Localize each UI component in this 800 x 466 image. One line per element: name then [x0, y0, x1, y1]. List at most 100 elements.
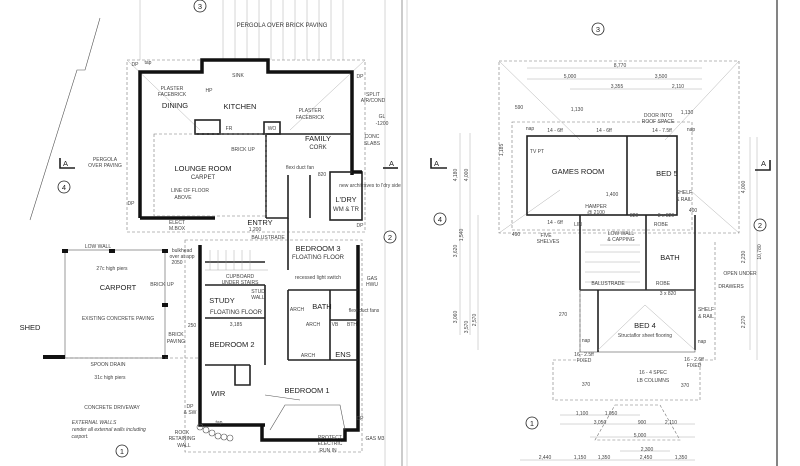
svg-text:3: 3 [596, 25, 600, 34]
boundary-line [29, 17, 101, 221]
svg-text:M.BOX: M.BOX [169, 226, 186, 232]
roof-outline [498, 60, 740, 234]
svg-text:4,000: 4,000 [741, 181, 747, 194]
stairs [205, 250, 268, 271]
svg-text:PERGOLA: PERGOLA [93, 157, 118, 163]
svg-text:LOW WALL: LOW WALL [85, 244, 111, 250]
grid-marker-2: 2 [753, 218, 767, 232]
svg-text:WALL: WALL [251, 295, 265, 301]
room-label-study: STUDY [209, 296, 234, 305]
floor-finish: Structaflor sheet flooring [618, 333, 672, 339]
svg-text:250: 250 [188, 323, 197, 329]
svg-text:SINK: SINK [232, 73, 244, 79]
svg-text:490: 490 [512, 232, 521, 238]
room-label-bed-5: BED 5 [656, 169, 678, 178]
room-label-family: FAMILY [305, 134, 331, 143]
svg-text:4,000: 4,000 [464, 169, 470, 182]
room-label-ens: ENS [335, 350, 350, 359]
svg-text:ELECTRIC: ELECTRIC [318, 441, 343, 447]
svg-text:A: A [389, 159, 394, 168]
svg-text:16 - 2.5ff: 16 - 2.5ff [574, 352, 594, 358]
grid-marker-1: 1 [525, 416, 539, 430]
svg-text:3 x 820: 3 x 820 [660, 291, 677, 297]
svg-text:2,270: 2,270 [741, 316, 747, 329]
svg-text:1,350: 1,350 [675, 455, 688, 461]
svg-text:DP: DP [132, 62, 140, 68]
svg-text:1,130: 1,130 [681, 110, 694, 116]
room-label-lounge: LOUNGE ROOM [174, 164, 231, 173]
svg-text:SHELF: SHELF [698, 307, 714, 313]
svg-text:BALUSTRADE: BALUSTRADE [251, 235, 285, 241]
svg-text:16 - 4 SPEC: 16 - 4 SPEC [639, 370, 667, 376]
svg-text:TV PT: TV PT [530, 149, 544, 155]
floor-finish: FLOATING FLOOR [292, 255, 345, 261]
room-label-bedroom-1: BEDROOM 1 [284, 386, 329, 395]
svg-text:A: A [434, 159, 439, 168]
svg-text:PLASTER: PLASTER [161, 86, 184, 92]
svg-text:2,440: 2,440 [539, 455, 552, 461]
svg-text:1,540: 1,540 [459, 229, 465, 242]
svg-text:3,355: 3,355 [611, 84, 624, 90]
dimension-lines [459, 67, 758, 461]
svg-text:590: 590 [515, 105, 524, 111]
svg-text:270: 270 [559, 312, 568, 318]
grid-marker-2: 2 [383, 230, 397, 244]
svg-text:new architraves to l'dry side: new architraves to l'dry side [339, 183, 401, 189]
upper-floor-plan: 3 4 2 1 A A GAMES ROOM BED 5 BED 4 Struc… [430, 22, 771, 461]
svg-text:2,300: 2,300 [641, 447, 654, 453]
svg-text:PAVING: PAVING [167, 339, 185, 345]
svg-text:LINE OF FLOOR: LINE OF FLOOR [171, 188, 209, 194]
grid-marker-1: 1 [115, 444, 129, 458]
svg-text:DOOR INTO: DOOR INTO [644, 113, 672, 119]
svg-text:nap: nap [526, 126, 535, 132]
svg-text:BRICK UP: BRICK UP [150, 282, 174, 288]
svg-text:1: 1 [530, 419, 534, 428]
svg-text:3,620: 3,620 [453, 245, 459, 258]
svg-text:DP: DP [128, 201, 136, 207]
svg-text:27c high piers: 27c high piers [96, 266, 128, 272]
svg-text:SHELF: SHELF [676, 190, 692, 196]
svg-text:DRAWERS: DRAWERS [718, 284, 744, 290]
svg-text:render all external walls incl: render all external walls including [72, 427, 146, 433]
svg-text:PROTECT: PROTECT [318, 435, 342, 441]
svg-text:900: 900 [638, 420, 647, 426]
svg-text:carport.: carport. [72, 434, 89, 440]
svg-text:RUN IN: RUN IN [319, 448, 337, 454]
svg-text:nap: nap [698, 339, 707, 345]
annotation: PERGOLA OVER BRICK PAVING PLASTERFACEBRI… [72, 23, 401, 454]
svg-text:UNDER STAIRS: UNDER STAIRS [222, 280, 260, 286]
svg-text:400: 400 [689, 208, 698, 214]
svg-text:SPLIT: SPLIT [366, 92, 380, 98]
svg-text:nap: nap [582, 338, 591, 344]
room-label-bath: BATH [312, 302, 331, 311]
svg-text:WO: WO [268, 126, 277, 132]
grid-marker-3: 3 [591, 22, 605, 36]
room-label-bath: BATH [660, 253, 679, 262]
svg-text:1,130: 1,130 [571, 107, 584, 113]
room-label-robe: ROBE [654, 222, 669, 228]
laundry-sub: WM & TR [333, 207, 360, 213]
svg-text:2: 2 [758, 221, 762, 230]
svg-text:2,450: 2,450 [640, 455, 653, 461]
svg-text:FACEBRICK: FACEBRICK [158, 92, 187, 98]
ground-floor-plan: 3 4 2 1 A A DINING KITCHEN FAMILY CORK L… [20, 0, 401, 466]
svg-text:FACEBRICK: FACEBRICK [296, 115, 325, 121]
svg-text:3,185: 3,185 [230, 322, 243, 328]
svg-text:& CAPPING: & CAPPING [607, 237, 634, 243]
svg-text:1,100: 1,100 [576, 411, 589, 417]
svg-text:14 - 6ff: 14 - 6ff [547, 220, 563, 226]
svg-text:14 - 6ff: 14 - 6ff [596, 128, 612, 134]
rock-retaining-wall [196, 423, 234, 442]
svg-text:370: 370 [582, 382, 591, 388]
shed-label: SHED [20, 323, 41, 332]
svg-text:10,780: 10,780 [757, 244, 763, 260]
floor-finish: FLOATING FLOOR [210, 310, 263, 316]
room-label-robe: ROBE [656, 281, 671, 287]
room-label-carport: CARPORT [100, 283, 137, 292]
svg-text:FR: FR [226, 126, 233, 132]
svg-text:ABOVE: ABOVE [174, 195, 192, 201]
svg-text:ARCH: ARCH [290, 307, 305, 313]
svg-text:EXISTING CONCRETE PAVING: EXISTING CONCRETE PAVING [82, 316, 154, 322]
svg-text:tap: tap [216, 420, 223, 426]
